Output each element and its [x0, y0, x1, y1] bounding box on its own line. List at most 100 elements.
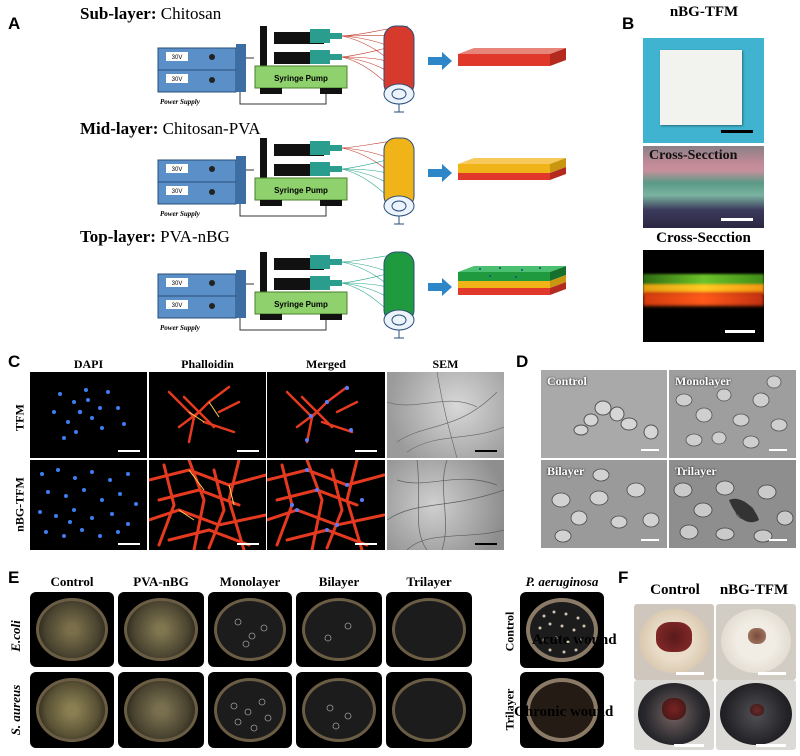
dish-ecoli-monolayer — [208, 592, 292, 667]
dapi-tfm-image — [30, 372, 147, 458]
scale-bar — [756, 744, 786, 747]
dish-saureus-control — [30, 672, 114, 748]
e-col-control: Control — [50, 574, 94, 589]
scale-bar — [237, 543, 259, 545]
power-supply-1: 30V 30V Power Supply — [157, 44, 246, 106]
toplayer-title: Top-layer: PVA-nBG — [80, 227, 230, 246]
phalloidin-tfm-image — [149, 372, 266, 458]
c-col-phalloidin: Phalloidin — [181, 357, 234, 371]
dish-saureus-bilayer — [296, 672, 382, 748]
d-label-monolayer: Monolayer — [675, 374, 731, 388]
membrane-sheet — [660, 50, 742, 125]
scale-bar — [355, 450, 377, 452]
dish-ecoli-trilayer — [386, 592, 472, 667]
e-col-bilayer: Bilayer — [318, 574, 360, 589]
scale-bar — [641, 539, 659, 541]
syringe-pump-label: Syringe Pump — [274, 300, 328, 309]
d-label-control: Control — [547, 374, 587, 388]
f-row-chronic: Chronic wound — [514, 704, 614, 720]
c-row-tfm: TFM — [12, 404, 27, 431]
fluorescence-cross-section — [643, 250, 764, 342]
scale-bar — [118, 450, 140, 452]
e-pa-title: P. aeruginosa — [525, 574, 599, 589]
dapi-nbg-tfm-image — [30, 460, 147, 550]
panel-f-letter: F — [618, 568, 629, 587]
wound-acute-control — [634, 604, 714, 680]
membrane-photo — [643, 38, 764, 143]
d-label-trilayer: Trilayer — [675, 464, 717, 478]
panel-d-letter: D — [516, 352, 529, 371]
wound-chronic-nbg-tfm — [716, 680, 796, 750]
display-text: 30V — [172, 189, 183, 195]
e-row-saureus: S. aureus — [8, 684, 23, 736]
display-text: 30V — [172, 303, 183, 309]
sem-tfm-image — [387, 372, 504, 458]
display-text: 30V — [172, 77, 183, 83]
e-row-ecoli: E.coli — [8, 620, 23, 652]
display-text: 30V — [172, 281, 183, 287]
c-col-dapi: DAPI — [73, 357, 104, 371]
midlayer-title: Mid-layer: Chitosan-PVA — [80, 119, 261, 138]
merged-nbg-tfm-image — [267, 460, 385, 550]
phalloidin-nbg-tfm-image — [149, 460, 266, 550]
scale-bar — [758, 672, 786, 675]
c-col-merged: Merged — [306, 357, 346, 371]
dish-ecoli-control — [30, 592, 114, 667]
panel-b-title: nBG-TFM — [669, 4, 739, 20]
scale-bar — [475, 450, 497, 452]
merged-tfm-image — [267, 372, 385, 458]
wound-chronic-control — [634, 680, 714, 750]
wound-acute-nbg-tfm — [716, 604, 796, 680]
scale-bar — [769, 449, 787, 451]
panel-b-letter: B — [622, 14, 635, 33]
scale-bar — [674, 744, 704, 747]
panel-c-letter: C — [8, 352, 21, 371]
cross-section-label-2: Cross-Secction — [656, 230, 751, 246]
c-row-nbg-tfm: nBG-TFM — [12, 477, 27, 532]
scale-bar — [725, 330, 755, 333]
c-col-sem: SEM — [432, 357, 459, 371]
electrospinning-setup-1: 30V 30V Power Supply Syringe Pump — [157, 25, 566, 113]
scale-bar — [118, 543, 140, 545]
scale-bar — [355, 543, 377, 545]
electrospinning-setup-2: 30V 30V Power Supply Syringe Pump — [157, 137, 566, 225]
collector-drum-1 — [383, 25, 415, 113]
arrow-1 — [428, 52, 452, 70]
sem-nbg-tfm-image — [387, 460, 504, 550]
cross-section-label-1: Cross-Secction — [649, 148, 738, 163]
d-label-bilayer: Bilayer — [547, 464, 585, 478]
scale-bar — [475, 543, 497, 545]
sem-monolayer-image: Monolayer — [669, 370, 796, 458]
syringe-pump-1: Syringe Pump — [239, 26, 348, 105]
dish-saureus-pva-nbg — [118, 672, 204, 748]
sem-bilayer-image: Bilayer — [541, 460, 667, 548]
scale-bar — [721, 130, 753, 133]
dish-ecoli-bilayer — [296, 592, 382, 667]
scale-bar — [721, 218, 753, 221]
power-supply-label: Power Supply — [160, 210, 201, 218]
sublayer-title: Sub-layer: Chitosan — [80, 4, 222, 23]
e-col-trilayer: Trilayer — [406, 574, 452, 589]
f-col-control: Control — [650, 582, 700, 598]
display-text: 30V — [172, 167, 183, 173]
e-col-monolayer: Monolayer — [219, 574, 281, 589]
display-text: 30V — [172, 55, 183, 61]
scale-bar — [641, 449, 659, 451]
e-col-pva-nbg: PVA-nBG — [133, 574, 189, 589]
panel-e-letter: E — [8, 568, 20, 587]
dish-pa-trilayer — [520, 672, 604, 748]
e-pa-row-control: Control — [502, 611, 517, 652]
f-row-acute: Acute wound — [532, 632, 617, 648]
scale-bar — [676, 672, 704, 675]
sem-control-image: Control — [541, 370, 667, 458]
f-col-nbg-tfm: nBG-TFM — [719, 582, 789, 598]
dish-saureus-monolayer — [208, 672, 292, 748]
power-supply-label: Power Supply — [160, 324, 201, 332]
dish-saureus-trilayer — [386, 672, 472, 748]
syringe-pump-label: Syringe Pump — [274, 186, 328, 195]
panel-a-letter: A — [8, 14, 21, 33]
scale-bar — [769, 539, 787, 541]
power-supply-label: Power Supply — [160, 98, 201, 106]
scale-bar — [237, 450, 259, 452]
